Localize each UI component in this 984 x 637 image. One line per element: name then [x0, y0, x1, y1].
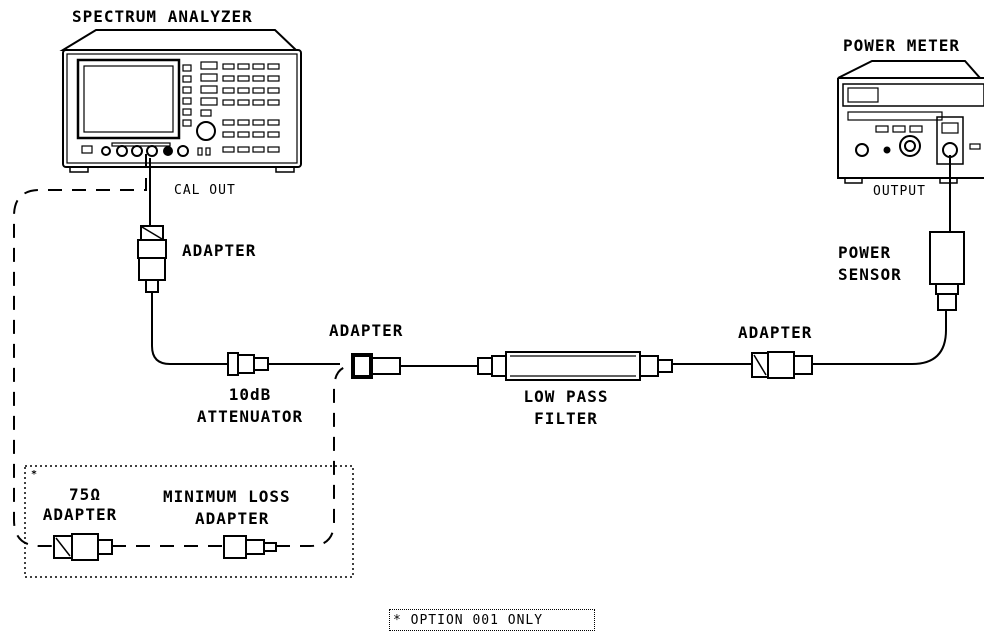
output-label: OUTPUT: [873, 184, 926, 199]
low-pass-filter-label-line1: LOW PASS: [523, 387, 609, 406]
adapter-mid-icon: [351, 353, 401, 379]
adapter-75-ohm-icon: [53, 533, 113, 561]
adapter-top-label: ADAPTER: [182, 241, 257, 260]
minimum-loss-adapter-icon: [223, 535, 277, 559]
power-sensor-label-line1: POWER: [838, 243, 892, 262]
attenuator-icon: [227, 352, 269, 376]
dashed-cables: [13, 154, 353, 547]
power-meter-icon: [837, 60, 984, 184]
option-asterisk: *: [31, 469, 39, 480]
adapter-75-label-line1: 75Ω: [69, 485, 101, 504]
adapter-75-label-line2: ADAPTER: [42, 505, 118, 524]
adapter-top-icon: [137, 225, 167, 293]
low-pass-filter-label-line2: FILTER: [534, 409, 598, 428]
power-meter-label: POWER METER: [843, 36, 960, 55]
attenuator-label-line1: 10dB: [228, 385, 272, 404]
adapter-right-icon: [751, 351, 813, 379]
spectrum-analyzer-label: SPECTRUM ANALYZER: [72, 7, 253, 26]
adapter-mid-label: ADAPTER: [329, 321, 404, 340]
power-sensor-label-line2: SENSOR: [838, 265, 902, 284]
option-note-label: * OPTION 001 ONLY: [393, 613, 544, 628]
option-note-box: [389, 609, 595, 631]
power-sensor-icon: [929, 231, 965, 311]
minimum-loss-label-line1: MINIMUM LOSS: [163, 487, 291, 506]
attenuator-label-line2: ATTENUATOR: [196, 407, 304, 426]
minimum-loss-label-line2: ADAPTER: [195, 509, 270, 528]
adapter-right-label: ADAPTER: [738, 323, 813, 342]
spectrum-analyzer-icon: [59, 29, 302, 173]
solid-cables: [149, 155, 951, 367]
low-pass-filter-icon: [477, 351, 673, 381]
cal-out-label: CAL OUT: [174, 183, 236, 198]
